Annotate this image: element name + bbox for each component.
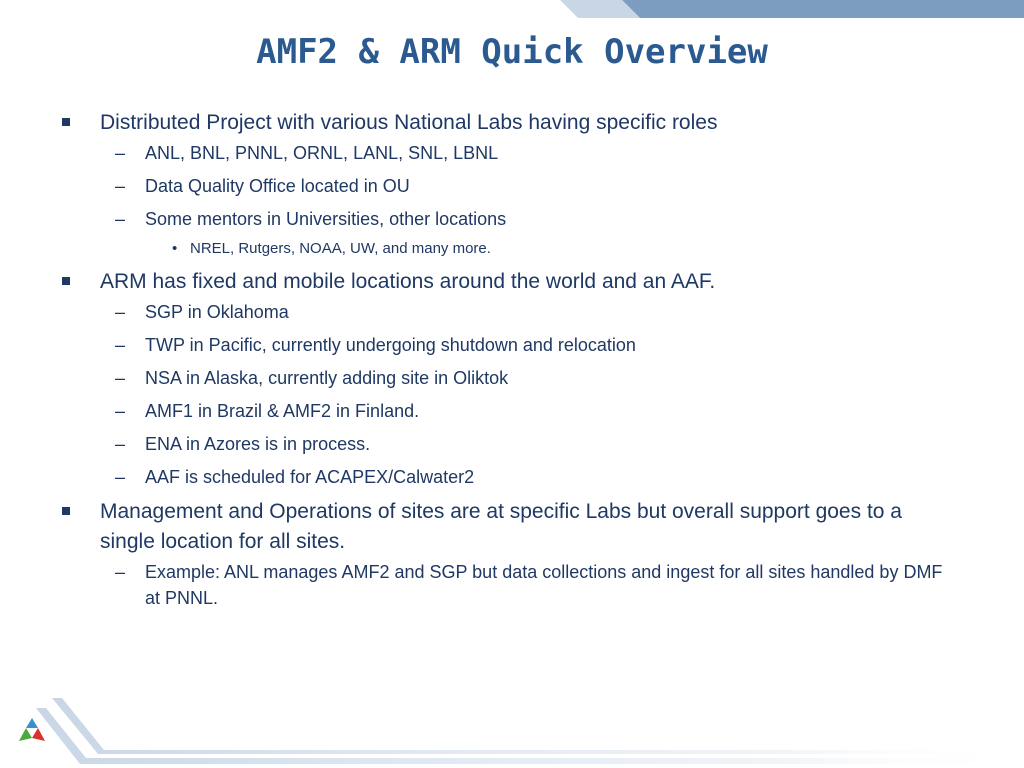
dash-marker: – — [115, 368, 126, 388]
sub-bullet-text: Some mentors in Universities, other loca… — [145, 209, 507, 229]
square-bullet-icon — [62, 507, 70, 515]
sub-bullet: – Data Quality Office located in OU — [62, 173, 962, 199]
dash-marker: – — [115, 562, 126, 582]
dash-marker: – — [115, 302, 126, 322]
bullet-text: ARM has fixed and mobile locations aroun… — [100, 270, 716, 293]
dash-marker: – — [115, 209, 126, 229]
dot-marker: • — [172, 240, 178, 257]
sub-bullet: – Example: ANL manages AMF2 and SGP but … — [62, 559, 962, 611]
square-bullet-icon — [62, 118, 70, 126]
sub-bullet: – ENA in Azores is in process. — [62, 431, 962, 457]
bullet-1: Distributed Project with various Nationa… — [62, 108, 962, 138]
dash-marker: – — [115, 401, 126, 421]
sub-bullet-text: TWP in Pacific, currently undergoing shu… — [145, 335, 636, 355]
sub-bullet: – TWP in Pacific, currently undergoing s… — [62, 332, 962, 358]
bottom-decorative-band — [36, 698, 1024, 764]
sub-bullet-text: AAF is scheduled for ACAPEX/Calwater2 — [145, 467, 475, 487]
top-decorative-bar — [560, 0, 1024, 18]
logo-icon — [19, 718, 45, 741]
sub-bullet: – AMF1 in Brazil & AMF2 in Finland. — [62, 398, 962, 424]
dash-marker: – — [115, 143, 126, 163]
sub-bullet: – AAF is scheduled for ACAPEX/Calwater2 — [62, 464, 962, 490]
slide-content: Distributed Project with various Nationa… — [62, 108, 962, 618]
sub-bullet: – NSA in Alaska, currently adding site i… — [62, 365, 962, 391]
sub-bullet-text: Example: ANL manages AMF2 and SGP but da… — [145, 562, 943, 608]
bullet-3: Management and Operations of sites are a… — [62, 497, 962, 557]
dash-marker: – — [115, 467, 126, 487]
sub-bullet: – SGP in Oklahoma — [62, 299, 962, 325]
bullet-2: ARM has fixed and mobile locations aroun… — [62, 267, 962, 297]
sub-bullet-text: AMF1 in Brazil & AMF2 in Finland. — [145, 401, 420, 421]
sub-bullet-text: SGP in Oklahoma — [145, 302, 289, 322]
dash-marker: – — [115, 335, 126, 355]
dash-marker: – — [115, 434, 126, 454]
sub-bullet-text: Data Quality Office located in OU — [145, 176, 410, 196]
square-bullet-icon — [62, 277, 70, 285]
sub-sub-bullet-text: NREL, Rutgers, NOAA, UW, and many more. — [190, 240, 491, 257]
slide-title: AMF2 & ARM Quick Overview — [256, 32, 768, 72]
dash-marker: – — [115, 176, 126, 196]
sub-bullet-text: ENA in Azores is in process. — [145, 434, 371, 454]
bullet-text: Management and Operations of sites are a… — [100, 500, 902, 553]
sub-bullet: – Some mentors in Universities, other lo… — [62, 206, 962, 232]
sub-bullet-text: ANL, BNL, PNNL, ORNL, LANL, SNL, LBNL — [145, 143, 499, 163]
sub-sub-bullet: • NREL, Rutgers, NOAA, UW, and many more… — [62, 239, 962, 259]
bullet-text: Distributed Project with various Nationa… — [100, 111, 718, 134]
sub-bullet: – ANL, BNL, PNNL, ORNL, LANL, SNL, LBNL — [62, 140, 962, 166]
sub-bullet-text: NSA in Alaska, currently adding site in … — [145, 368, 509, 388]
